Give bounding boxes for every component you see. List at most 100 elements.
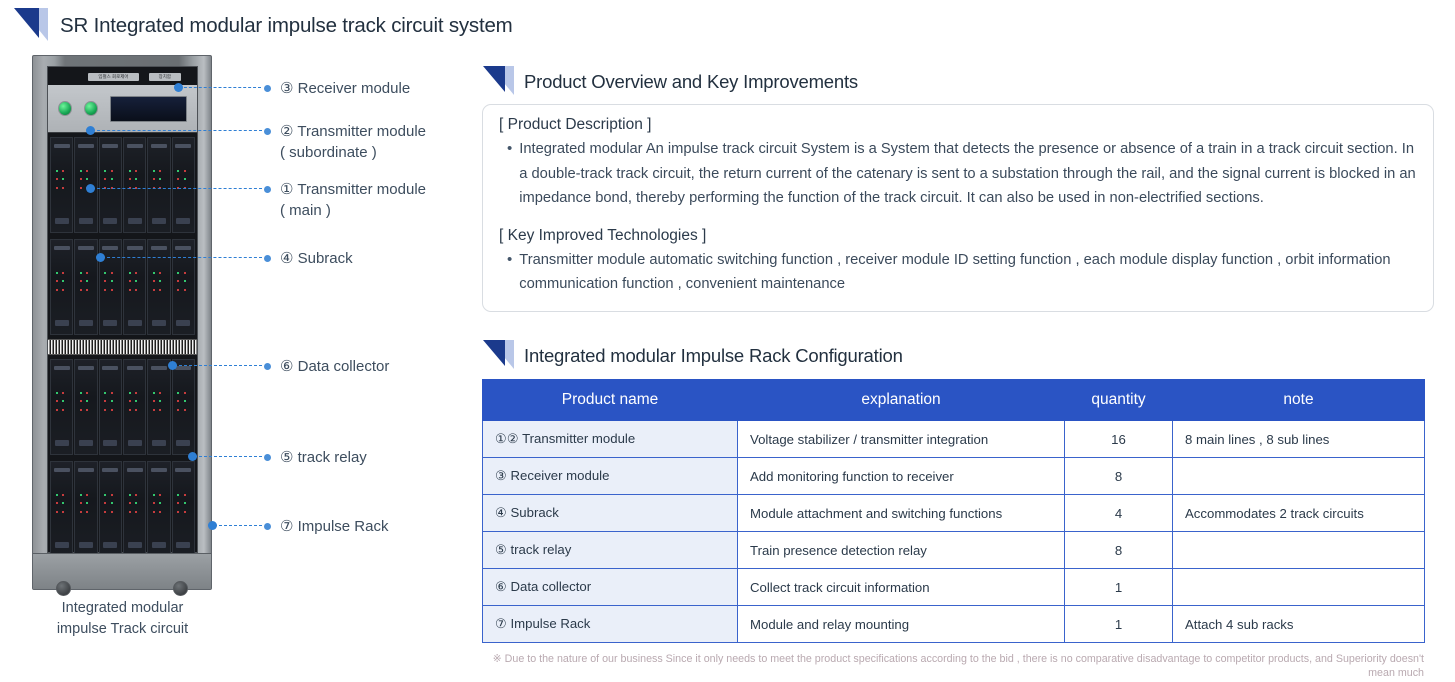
indicator-led-icon [104, 280, 107, 283]
module-card [123, 359, 147, 455]
indicator-led-icon [62, 510, 65, 513]
indicator-led-icon [62, 493, 65, 496]
indicator-led-icon [135, 408, 138, 411]
column-header-quantity: quantity [1064, 379, 1173, 421]
indicator-led-icon [55, 400, 58, 403]
indicator-led-icon [104, 408, 107, 411]
callout-impulse-rack: ⑦ Impulse Rack [208, 516, 389, 537]
indicator-led-icon [104, 169, 107, 172]
indicator-led-icon [110, 502, 113, 505]
module-card [171, 137, 195, 233]
indicator-led-icon [177, 280, 180, 283]
bullet-icon: • [507, 140, 513, 157]
indicator-led-icon [177, 391, 180, 394]
callout-subrack: ④ Subrack [96, 248, 353, 269]
indicator-led-icon [159, 169, 162, 172]
indicator-led-icon [110, 391, 113, 394]
indicator-led-icon [177, 502, 180, 505]
module-card [123, 239, 147, 335]
module-card [98, 461, 122, 557]
indicator-led-icon [135, 510, 138, 513]
callout-transmitter-main: ① Transmitter module ( main ) [86, 179, 426, 221]
callout-label: ⑦ Impulse Rack [280, 518, 389, 535]
indicator-led-icon [159, 178, 162, 181]
indicator-led-icon [62, 169, 65, 172]
indicator-led-icon [55, 169, 58, 172]
indicator-led-icon [183, 502, 186, 505]
indicator-led-icon [104, 178, 107, 181]
indicator-led-icon [177, 271, 180, 274]
cell-quantity: 1 [1064, 568, 1173, 606]
section-product-overview: Product Overview and Key Improvements [ … [482, 66, 1434, 312]
indicator-led-icon [183, 288, 186, 291]
caster-wheel-icon [173, 581, 188, 596]
indicator-led-icon [159, 408, 162, 411]
module-card [74, 461, 98, 557]
indicator-led-icon [135, 280, 138, 283]
module-card [98, 137, 122, 233]
indicator-led-icon [55, 178, 58, 181]
indicator-led-icon [80, 178, 83, 181]
indicator-led-icon [128, 288, 131, 291]
indicator-led-icon [177, 408, 180, 411]
indicator-led-icon [110, 271, 113, 274]
callout-transmitter-subordinate: ② Transmitter module ( subordinate ) [86, 121, 426, 163]
page-header: SR Integrated modular impulse track circ… [12, 8, 513, 44]
product-photo-column: 임펄스 회로제어 장치함 [20, 55, 225, 640]
bullet-icon: • [507, 250, 513, 268]
indicator-led-icon [153, 400, 156, 403]
table-footnote: ※ Due to the nature of our business Sinc… [492, 653, 1424, 679]
indicator-led-icon [86, 169, 89, 172]
indicator-led-icon [86, 493, 89, 496]
indicator-led-icon [128, 510, 131, 513]
technologies-bullet: • Transmitter module automatic switching… [499, 248, 1417, 297]
callout-label: ④ Subrack [280, 250, 353, 267]
indicator-led-icon [183, 493, 186, 496]
indicator-led-icon [86, 408, 89, 411]
indicator-led-icon [55, 391, 58, 394]
column-header-product-name: Product name [482, 379, 738, 421]
indicator-led-icon [62, 186, 65, 189]
module-card [123, 137, 147, 233]
indicator-led-icon [110, 400, 113, 403]
indicator-led-icon [128, 169, 131, 172]
indicator-led-icon [153, 186, 156, 189]
indicator-led-icon [55, 408, 58, 411]
module-card-row [48, 357, 197, 457]
indicator-led-icon [62, 391, 65, 394]
indicator-led-icon [135, 493, 138, 496]
column-header-note: note [1172, 379, 1425, 421]
double-triangle-logo-icon [482, 66, 518, 98]
indicator-led-icon [153, 271, 156, 274]
indicator-led-icon [135, 271, 138, 274]
indicator-led-icon [80, 408, 83, 411]
indicator-led-icon [128, 271, 131, 274]
indicator-led-icon [55, 288, 58, 291]
indicator-led-icon [159, 391, 162, 394]
callout-receiver-module: ③ Receiver module [174, 78, 410, 99]
technologies-heading: [ Key Improved Technologies ] [499, 226, 707, 244]
section-title: Integrated modular Impulse Rack Configur… [524, 345, 903, 366]
indicator-led-icon [177, 510, 180, 513]
indicator-led-icon [153, 178, 156, 181]
indicator-led-icon [110, 280, 113, 283]
status-led-icon [84, 101, 99, 116]
module-card [50, 461, 74, 557]
indicator-led-icon [177, 169, 180, 172]
technologies-text: Transmitter module automatic switching f… [519, 251, 1391, 293]
cell-note [1172, 568, 1425, 606]
indicator-led-icon [62, 271, 65, 274]
indicator-led-icon [80, 288, 83, 291]
section-rack-configuration: Integrated modular Impulse Rack Configur… [482, 340, 1425, 680]
column-header-explanation: explanation [737, 379, 1065, 421]
indicator-led-icon [183, 169, 186, 172]
indicator-led-icon [86, 178, 89, 181]
indicator-led-icon [153, 280, 156, 283]
module-card [50, 359, 74, 455]
indicator-led-icon [135, 400, 138, 403]
